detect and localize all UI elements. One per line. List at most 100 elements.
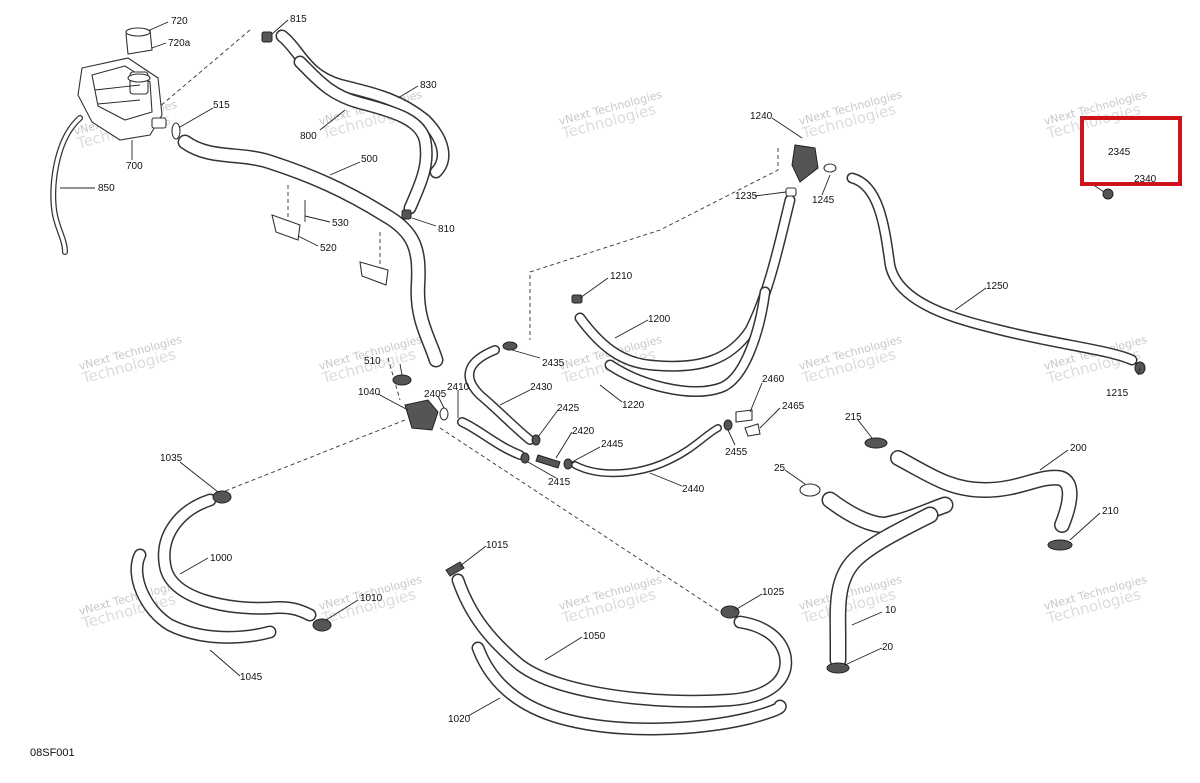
hose-1045 bbox=[130, 548, 277, 644]
callout-2460: 2460 bbox=[762, 374, 785, 385]
clamp-2425 bbox=[531, 434, 541, 446]
clamp-2435 bbox=[502, 341, 518, 351]
callout-1025: 1025 bbox=[762, 587, 785, 598]
callout-800: 800 bbox=[300, 131, 317, 142]
callout-2440: 2440 bbox=[682, 484, 705, 495]
hose-1020 bbox=[471, 641, 787, 736]
hose-1200 bbox=[604, 286, 771, 397]
callout-2435: 2435 bbox=[542, 358, 565, 369]
hose-200 bbox=[890, 450, 1078, 533]
assembly-line bbox=[214, 419, 406, 496]
valve-2465 bbox=[744, 423, 761, 437]
callout-1035: 1035 bbox=[160, 453, 183, 464]
callout-1250: 1250 bbox=[986, 281, 1009, 292]
callout-1050: 1050 bbox=[583, 631, 606, 642]
callout-1220: 1220 bbox=[622, 400, 645, 411]
callout-1020: 1020 bbox=[448, 714, 471, 725]
clamp-25 bbox=[799, 483, 821, 497]
clamp-20 bbox=[826, 662, 850, 674]
callout-530: 530 bbox=[332, 218, 349, 229]
callout-1245: 1245 bbox=[812, 195, 835, 206]
callout-2445: 2445 bbox=[601, 439, 624, 450]
hose-850 bbox=[50, 115, 83, 255]
clamp-515 bbox=[171, 122, 181, 140]
callout-labels: 720 720a 815 830 515 800 700 500 850 810… bbox=[98, 14, 1157, 725]
components bbox=[77, 27, 1146, 674]
clamp-210 bbox=[1047, 539, 1073, 551]
callout-2465: 2465 bbox=[782, 401, 805, 412]
callout-1045: 1045 bbox=[240, 672, 263, 683]
leader-lines bbox=[60, 19, 1141, 717]
hose-2430 bbox=[464, 345, 535, 445]
clamp-2455 bbox=[723, 419, 733, 431]
clamp-810 bbox=[401, 209, 412, 220]
callout-2425: 2425 bbox=[557, 403, 580, 414]
hose-2440 bbox=[571, 424, 722, 478]
callout-2405: 2405 bbox=[424, 389, 447, 400]
hose-10 bbox=[821, 491, 954, 669]
clamp-815 bbox=[261, 31, 273, 43]
callout-1000: 1000 bbox=[210, 553, 233, 564]
callout-1240: 1240 bbox=[750, 111, 773, 122]
callout-20: 20 bbox=[882, 642, 894, 653]
callout-2430: 2430 bbox=[530, 382, 553, 393]
clamp-1235 bbox=[785, 187, 797, 197]
callout-1010: 1010 bbox=[360, 593, 383, 604]
bracket-520 bbox=[271, 200, 389, 286]
clamp-1025 bbox=[720, 605, 740, 619]
clamp-1010 bbox=[312, 618, 332, 632]
callout-1235: 1235 bbox=[735, 191, 758, 202]
callout-1015: 1015 bbox=[486, 540, 509, 551]
assembly-lines bbox=[157, 29, 779, 613]
hose-1000 bbox=[157, 493, 317, 622]
callout-850: 850 bbox=[98, 183, 115, 194]
clamp-215 bbox=[864, 437, 888, 449]
callout-1210: 1210 bbox=[610, 271, 633, 282]
callout-2340: 2340 bbox=[1134, 174, 1157, 185]
hose-500 bbox=[177, 134, 444, 368]
callout-2455: 2455 bbox=[725, 447, 748, 458]
callout-2420: 2420 bbox=[572, 426, 595, 437]
clamp-510 bbox=[392, 374, 412, 386]
assembly-line bbox=[529, 148, 779, 340]
callout-200: 200 bbox=[1070, 443, 1087, 454]
callout-830: 830 bbox=[420, 80, 437, 91]
assembly-line bbox=[157, 29, 251, 109]
callout-1200: 1200 bbox=[648, 314, 671, 325]
callout-215: 215 bbox=[845, 412, 862, 423]
fitting-2420 bbox=[535, 454, 561, 469]
callout-1040: 1040 bbox=[358, 387, 381, 398]
callout-25: 25 bbox=[774, 463, 786, 474]
clamp-2415 bbox=[520, 452, 530, 464]
hose-2410 bbox=[457, 417, 525, 460]
thermostat-housing-1040 bbox=[404, 399, 449, 431]
fitting-1240 bbox=[791, 144, 837, 183]
clamp-1210 bbox=[571, 294, 583, 304]
callout-720: 720 bbox=[171, 16, 188, 27]
callout-10: 10 bbox=[885, 605, 897, 616]
callout-210: 210 bbox=[1102, 506, 1119, 517]
callout-2345: 2345 bbox=[1108, 147, 1131, 158]
callout-700: 700 bbox=[126, 161, 143, 172]
fitting-2460 bbox=[735, 409, 753, 423]
callout-500: 500 bbox=[361, 154, 378, 165]
hose-1220 bbox=[574, 194, 796, 372]
highlight-box bbox=[1080, 116, 1182, 186]
reservoir-cap bbox=[125, 27, 153, 83]
clamp-1035 bbox=[212, 490, 232, 504]
callout-720a: 720a bbox=[168, 38, 191, 49]
callout-510: 510 bbox=[364, 356, 381, 367]
callout-515: 515 bbox=[213, 100, 230, 111]
callout-2415: 2415 bbox=[548, 477, 571, 488]
callout-815: 815 bbox=[290, 14, 307, 25]
hose-1050 bbox=[451, 573, 793, 708]
hose-1250 bbox=[846, 172, 1138, 366]
callout-2410: 2410 bbox=[447, 382, 470, 393]
hose-800 bbox=[293, 55, 433, 215]
hoses bbox=[50, 29, 1138, 736]
callout-810: 810 bbox=[438, 224, 455, 235]
callout-1215: 1215 bbox=[1106, 388, 1129, 399]
diagram-code: 08SF001 bbox=[30, 747, 75, 759]
